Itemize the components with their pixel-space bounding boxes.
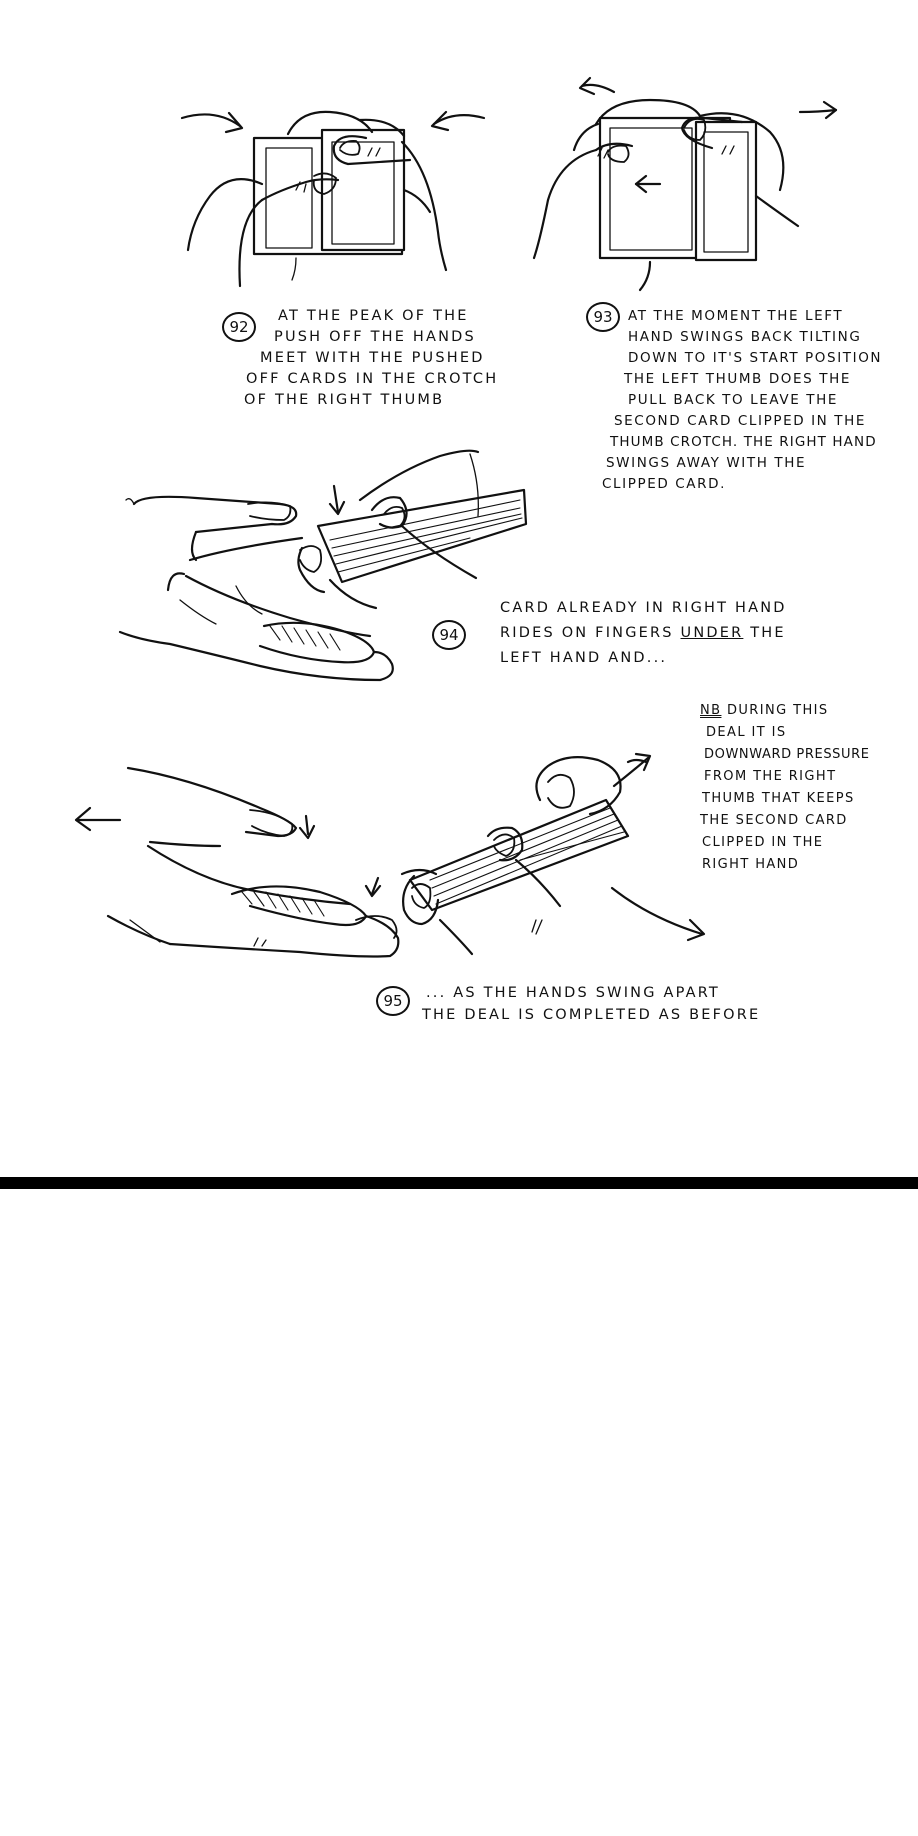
caption-line: ... AS THE HANDS SWING APART [426, 985, 720, 1001]
figure-95-drawing [74, 752, 706, 958]
note-line: FROM THE RIGHT [704, 769, 837, 784]
figure-94-number: 94 [432, 620, 466, 650]
caption-line: OFF CARDS IN THE CROTCH [246, 371, 499, 387]
caption-line: SWINGS AWAY WITH THE [606, 455, 807, 471]
caption-line: DOWN TO IT'S START POSITION [628, 350, 883, 366]
note-line: THE SECOND CARD [700, 813, 848, 828]
nb-tag: NB [700, 703, 722, 718]
caption-line: PULL BACK TO LEAVE THE [628, 392, 838, 408]
note-line: CLIPPED IN THE [702, 835, 824, 850]
caption-line: THE DEAL IS COMPLETED AS BEFORE [422, 1007, 761, 1023]
figure-92-number: 92 [222, 312, 256, 342]
note-line: DEAL IT IS [706, 725, 787, 740]
figure-93-caption: AT THE MOMENT THE LEFT HAND SWINGS BACK … [602, 306, 883, 495]
caption-line: RIDES ON FINGERS UNDER THE [500, 621, 787, 646]
figure-94-caption: CARD ALREADY IN RIGHT HAND RIDES ON FING… [500, 596, 787, 671]
note-line: THUMB THAT KEEPS [702, 791, 855, 806]
note-line: NB DURING THIS [700, 700, 870, 722]
caption-line: MEET WITH THE PUSHED [260, 350, 485, 366]
note-text: DURING THIS [721, 703, 829, 718]
caption-line: CLIPPED CARD. [602, 476, 726, 492]
figure-92-caption: AT THE PEAK OF THE PUSH OFF THE HANDS ME… [244, 306, 498, 411]
figure-93-drawing [532, 76, 838, 292]
caption-line: PUSH OFF THE HANDS [274, 329, 476, 345]
figure-95-caption: ... AS THE HANDS SWING APART THE DEAL IS… [420, 982, 760, 1026]
figure-92-drawing [180, 110, 486, 288]
caption-line: OF THE RIGHT THUMB [244, 392, 445, 408]
caption-line: HAND SWINGS BACK TILTING [628, 329, 862, 345]
caption-text: RIDES ON FINGERS [500, 625, 681, 641]
caption-line: CARD ALREADY IN RIGHT HAND [500, 600, 787, 616]
note-line: RIGHT HAND [702, 857, 800, 872]
page-divider-bar [0, 1177, 918, 1189]
caption-line: AT THE MOMENT THE LEFT [628, 308, 844, 324]
caption-line: THE LEFT THUMB DOES THE [624, 371, 851, 387]
note-line: DOWNWARD PRESSURE [704, 747, 870, 762]
under-emphasis: UNDER [680, 625, 744, 641]
caption-line: AT THE PEAK OF THE [278, 308, 469, 324]
caption-line: LEFT HAND AND... [500, 650, 668, 666]
figure-95-number: 95 [376, 986, 410, 1016]
caption-line: THUMB CROTCH. THE RIGHT HAND [610, 434, 877, 450]
caption-line: SECOND CARD CLIPPED IN THE [614, 413, 866, 429]
nb-note: NB DURING THIS DEAL IT IS DOWNWARD PRESS… [700, 700, 870, 876]
caption-text: THE [743, 625, 786, 641]
figure-93-number: 93 [586, 302, 620, 332]
figure-94-drawing [118, 449, 528, 682]
